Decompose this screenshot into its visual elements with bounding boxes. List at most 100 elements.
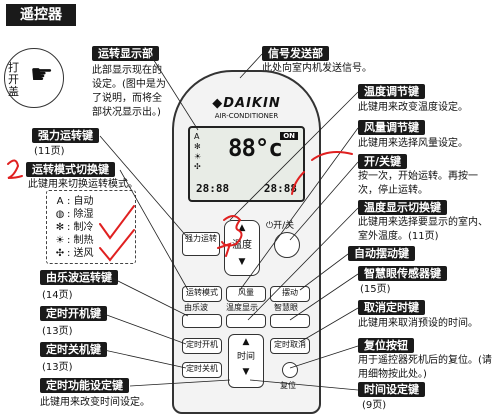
strong-button[interactable]: 强力运转 xyxy=(182,232,220,256)
temp-adjust-desc: 此键用来改变温度设定。 xyxy=(358,102,468,113)
power-desc: 按一次，开始运转。再按一次，停止运转。 xyxy=(358,171,478,196)
auto-swing-label: 自动摆动键 xyxy=(348,246,415,261)
reset-btn-label: 复位 xyxy=(280,381,296,390)
time-down-icon: ▼ xyxy=(242,367,250,377)
leader-smart-eye xyxy=(289,273,359,321)
cool-icon: ✻ xyxy=(55,222,65,233)
power-button[interactable] xyxy=(274,232,300,258)
leader-fan xyxy=(239,127,359,291)
mode-switch-desc: 此键用来切换运转模式。 xyxy=(28,179,138,190)
lcd-on-badge: ON xyxy=(280,132,298,140)
leader-time-set xyxy=(249,379,359,391)
mode-switch-label: 运转模式切换键 xyxy=(26,162,115,177)
power-label: 开/关键 xyxy=(358,154,408,169)
open-cover-icon xyxy=(4,48,64,108)
timer-off-label: 定时关机键 xyxy=(40,342,107,357)
time-button[interactable]: ▲ 时间 ▼ xyxy=(228,334,264,388)
leader-swing xyxy=(299,253,349,291)
timer-off-button[interactable]: 定时关机 xyxy=(182,362,222,378)
timer-off-page: (13页) xyxy=(42,362,73,373)
leader-timer-off xyxy=(103,349,187,369)
music-wave-btn-label: 由乐波 xyxy=(184,303,208,312)
signal-label: 信号发送部 xyxy=(262,46,329,61)
smart-eye-label: 智慧眼传感器键 xyxy=(358,266,447,281)
auto-icon: A xyxy=(56,196,64,207)
timer-on-label: 定时开机键 xyxy=(40,306,107,321)
handwritten-arrow-temp xyxy=(217,242,232,257)
handwritten-3-mark xyxy=(221,215,243,247)
leader-run-display xyxy=(149,53,199,131)
strong-page: (11页) xyxy=(34,146,65,157)
leader-strong xyxy=(99,135,189,239)
leader-timer-on xyxy=(103,313,187,345)
strong-label: 强力运转键 xyxy=(32,128,99,143)
leader-cancel xyxy=(299,307,359,343)
signal-desc: 此处向室内机发送信号。 xyxy=(262,63,372,74)
lcd-time-left: 28:88 xyxy=(196,182,230,195)
timer-func-label: 定时功能设定键 xyxy=(40,378,129,393)
timer-on-page: (13页) xyxy=(42,326,73,337)
hand-icon: ☛ xyxy=(30,60,54,90)
music-wave-page: (14页) xyxy=(42,290,73,301)
fan-button[interactable]: 风量 xyxy=(226,286,266,302)
cancel-timer-desc: 此键用来取消预设的时间。 xyxy=(358,318,478,329)
leader-temp-display xyxy=(247,207,359,321)
smart-eye-page: (15页) xyxy=(360,284,391,295)
check-mark-cool xyxy=(99,205,135,240)
temp-display-button[interactable] xyxy=(226,314,266,328)
temp-display-switch-desc: 此键用来选择要显示的室内、室外温度。(11页) xyxy=(358,217,488,242)
fan-adjust-desc: 此键用来选择风量设定。 xyxy=(358,138,468,149)
time-set-label: 时间设定键 xyxy=(358,382,425,397)
lcd-temperature: 88°c xyxy=(228,134,283,162)
mode-fan: ✣: 送风 xyxy=(53,247,94,260)
leader-music xyxy=(111,277,189,317)
mode-list: A: 自动 ◍: 除湿 ✻: 制冷 ☀: 制热 ✣: 送风 xyxy=(46,190,136,264)
music-wave-button[interactable] xyxy=(182,314,222,328)
up-arrow-icon: ▲ xyxy=(238,223,246,233)
power-button-label: ⏻开/关 xyxy=(266,221,295,231)
reset-desc: 用于遥控器死机后的复位。(请用细物按此处。) xyxy=(358,355,492,380)
mode-cool: ✻: 制冷 xyxy=(53,221,94,234)
fan-icon: ✣ xyxy=(55,248,65,259)
leader-reset xyxy=(289,345,359,369)
open-cover-text: 打开盖 xyxy=(8,61,19,98)
down-arrow-icon: ▼ xyxy=(238,257,246,267)
temp-button[interactable]: ▲ 温度 ▼ xyxy=(224,220,260,276)
time-up-icon: ▲ xyxy=(242,337,250,347)
timer-on-button[interactable]: 定时开机 xyxy=(182,338,222,354)
daikin-logo: ◆DAIKIN xyxy=(212,96,281,111)
timer-func-desc: 此键用来改变时间设定。 xyxy=(40,397,150,408)
leader-mode xyxy=(119,169,189,291)
smart-eye-button[interactable] xyxy=(270,314,310,328)
handwritten-2-mark xyxy=(7,159,23,179)
run-display-label: 运转显示部 xyxy=(92,46,159,61)
mode-auto: A: 自动 xyxy=(53,195,94,208)
remote-control: ◆DAIKIN AIR-CONDITIONER A✻☀✣ 88°c ON 28:… xyxy=(172,70,321,414)
leader-signal xyxy=(239,53,263,79)
lcd-mode-icons: A✻☀✣ xyxy=(194,132,202,171)
leader-timer-func xyxy=(129,379,231,387)
heat-icon: ☀ xyxy=(55,235,65,246)
run-display-desc: 此部显示现在的设定。(图中是为了说明，而将全部状况显示出。) xyxy=(92,65,166,118)
brand-subtitle: AIR-CONDITIONER xyxy=(214,112,279,120)
fan-adjust-label: 风量调节键 xyxy=(358,120,425,135)
mode-button[interactable]: 运转模式 xyxy=(182,286,222,302)
music-wave-label: 由乐波运转键 xyxy=(40,270,118,285)
cancel-timer-label: 取消定时键 xyxy=(358,300,425,315)
temp-adjust-label: 温度调节键 xyxy=(358,84,425,99)
time-set-page: (9页) xyxy=(362,400,387,411)
leader-power xyxy=(289,161,359,241)
handwritten-arrow-power xyxy=(291,171,305,195)
reset-button[interactable] xyxy=(282,362,298,378)
leader-temp-adjust xyxy=(229,91,359,221)
mode-dry: ◍: 除湿 xyxy=(53,208,94,221)
lcd-time-right: 28:88 xyxy=(263,182,297,195)
temp-display-btn-label: 温度显示 xyxy=(226,303,258,312)
check-mark-heat xyxy=(99,229,135,262)
dry-icon: ◍ xyxy=(55,209,65,220)
smart-eye-btn-label: 智慧眼 xyxy=(274,303,298,312)
temp-display-switch-label: 温度显示切换键 xyxy=(358,200,447,215)
mode-heat: ☀: 制热 xyxy=(53,234,94,247)
handwritten-underline-power xyxy=(311,151,353,161)
